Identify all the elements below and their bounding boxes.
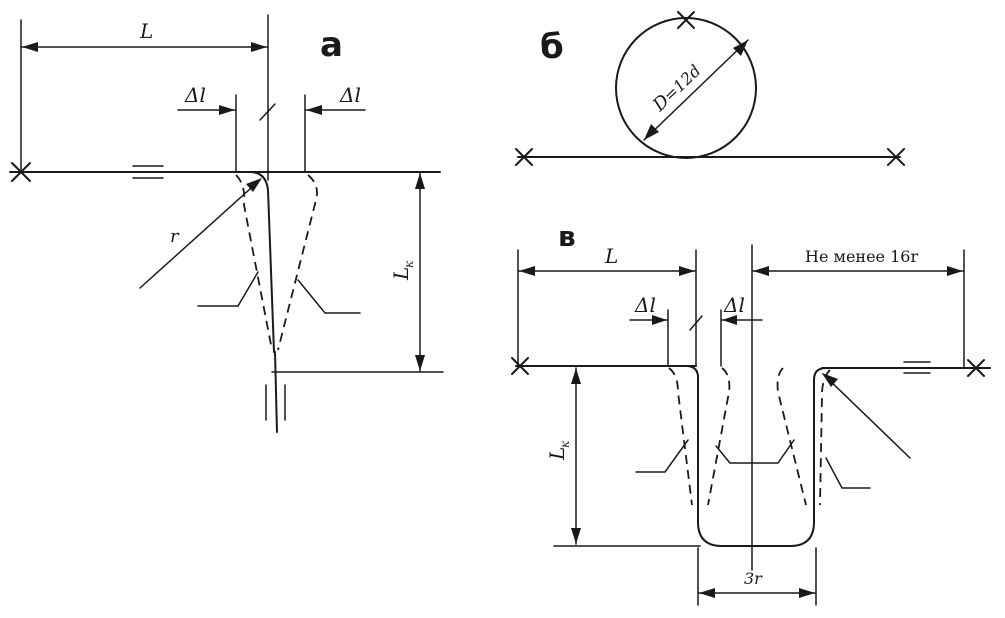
u-bend-specimen [685, 365, 827, 547]
label-Lk-a: L [389, 267, 413, 281]
label-D-rest: =12d [660, 61, 705, 105]
label-dl-right-a: Δl [339, 83, 361, 107]
dashed-outline-left-a [235, 174, 273, 351]
bent-specimen-a [249, 171, 275, 353]
panel-letter-a: а [320, 25, 343, 65]
diameter-dimension [643, 39, 749, 141]
panel-c: в L Не менее 16r [511, 220, 991, 606]
label-Lk-c: L [545, 447, 569, 461]
label-r-a: r [170, 226, 180, 247]
label-dl-right-c: Δl [723, 293, 745, 317]
clamp-mark-c-right [967, 359, 985, 377]
radius-pointer-a [139, 179, 261, 289]
label-dl-left-c: Δl [634, 293, 656, 317]
label-Lk-sub-a: к [402, 260, 416, 268]
label-dl-left-a: Δl [184, 83, 206, 107]
clamp-mark-b-left [515, 148, 533, 166]
clamp-mark-b-right [887, 148, 905, 166]
dashed-outline-c-3 [776, 367, 807, 506]
circle-top-mark [677, 11, 695, 29]
label-Lk-sub-c: к [558, 440, 572, 448]
label-L-a: L [139, 19, 153, 43]
panel-b: б D =12d [515, 11, 905, 166]
dashed-outline-right-a [277, 174, 318, 351]
label-L-c: L [604, 244, 618, 268]
clamp-mark-c-left [511, 357, 529, 375]
dashed-outline-c-2 [707, 367, 731, 506]
dashed-outline-c-1 [668, 367, 693, 506]
panel-a: L а Δl Δl r [9, 14, 444, 433]
label-min-16r: Не менее 16r [805, 247, 918, 266]
dashed-outline-c-4 [819, 369, 831, 506]
panel-letter-b: б [540, 27, 564, 67]
panel-letter-c: в [558, 220, 576, 253]
label-3r: 3r [744, 569, 763, 588]
radius-pointer-c [822, 373, 911, 459]
